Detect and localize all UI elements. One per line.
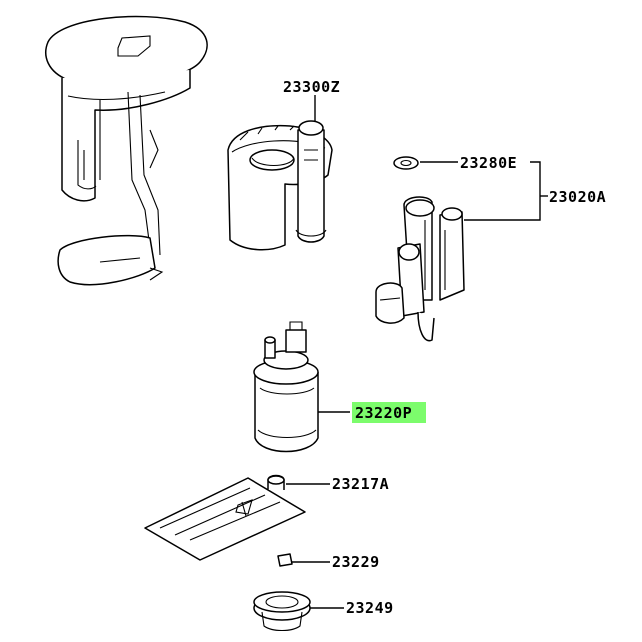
fuel-pump-drawing (253, 321, 319, 453)
clip-drawing (277, 553, 293, 567)
fuel-strainer-drawing (144, 474, 306, 561)
label-23217A: 23217A (332, 475, 389, 493)
label-23220P: 23220P (355, 404, 412, 422)
cushion-drawing (253, 591, 311, 632)
label-23300Z: 23300Z (283, 78, 340, 96)
label-23249: 23249 (346, 599, 394, 617)
leader-lines (286, 95, 548, 609)
fuel-filter-drawing (227, 120, 333, 251)
label-23280E: 23280E (460, 154, 517, 172)
pressure-regulator-drawing (375, 156, 465, 342)
fuel-pump-bracket-drawing (45, 15, 208, 286)
highlight-23220P (352, 402, 426, 423)
label-23020A: 23020A (549, 188, 606, 206)
label-23229: 23229 (332, 553, 380, 571)
